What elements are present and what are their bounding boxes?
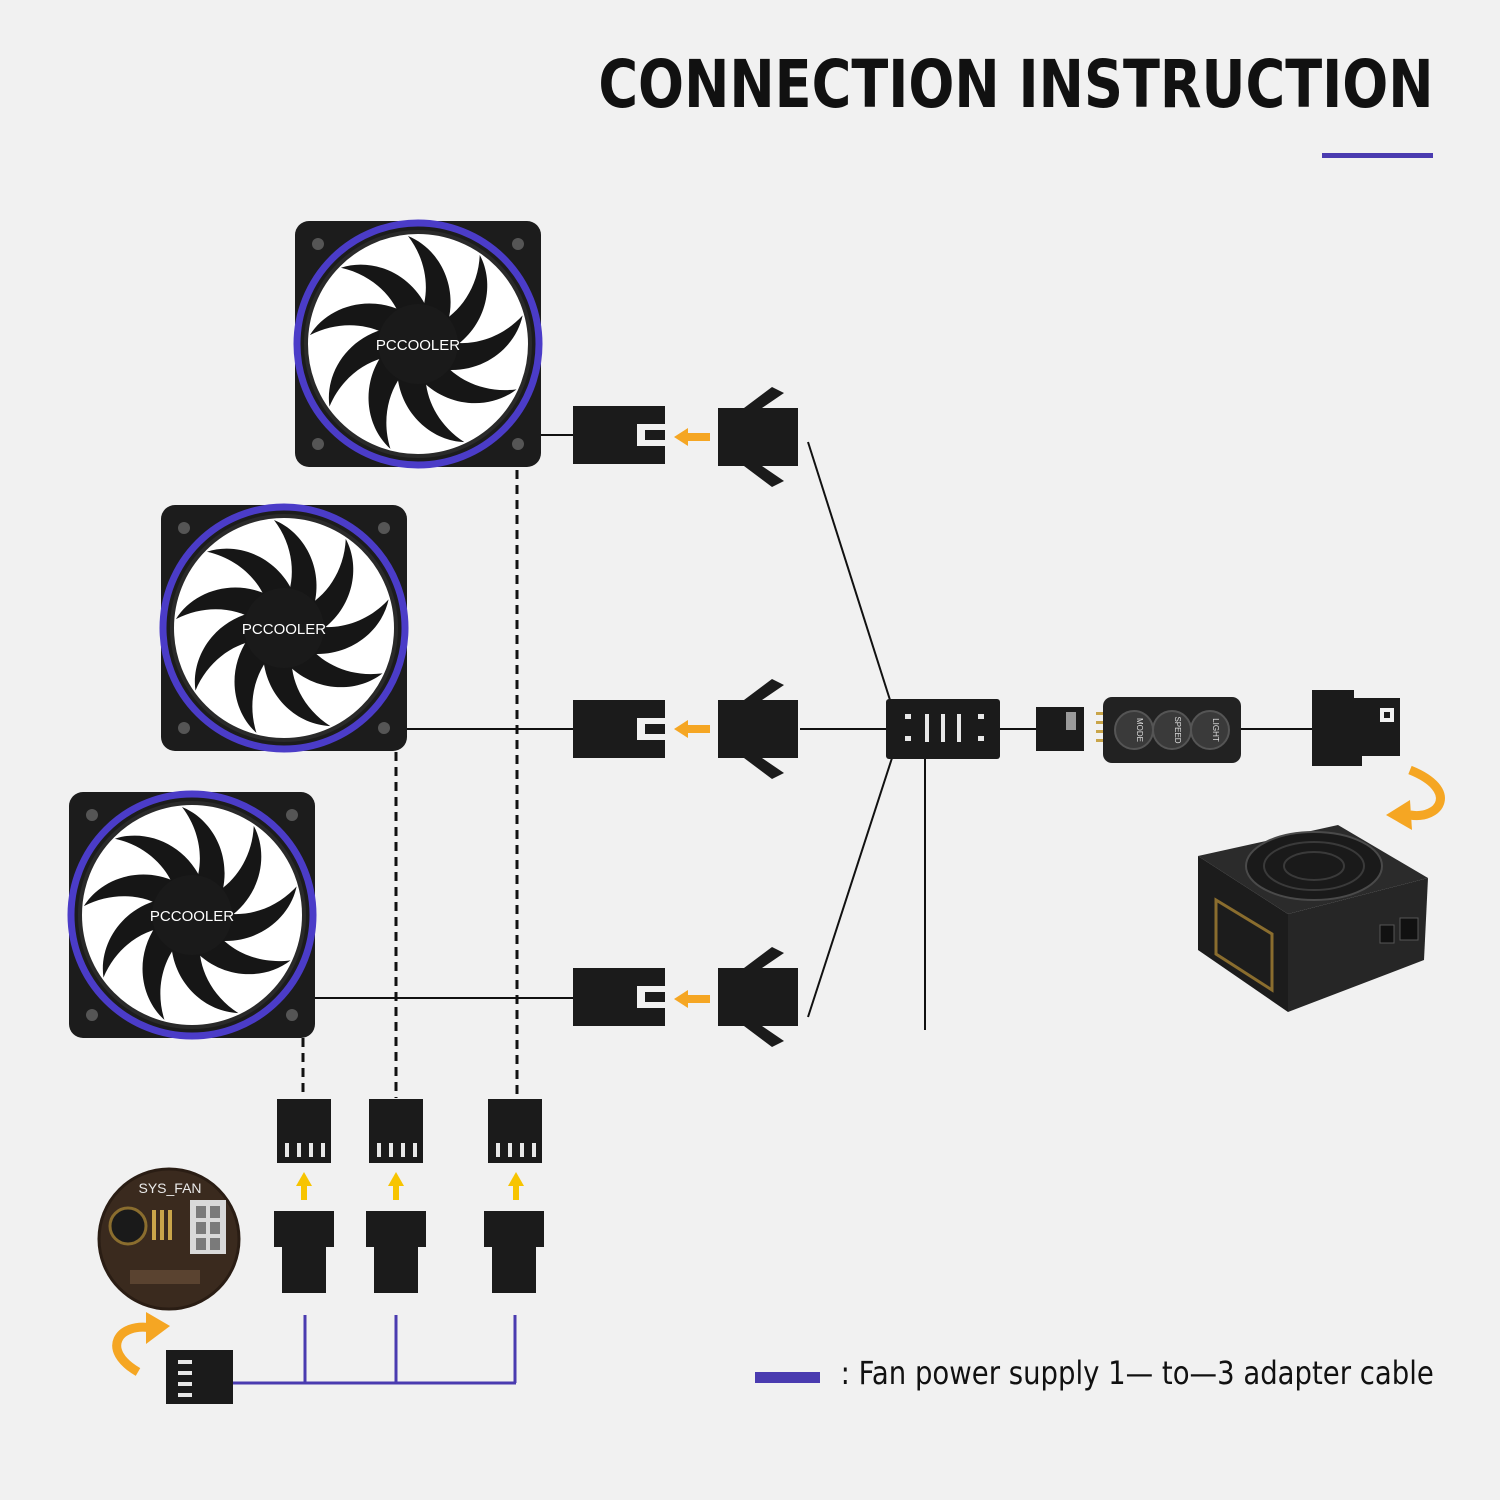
fan-logo: PCCOOLER: [150, 908, 234, 925]
legend-swatch: [755, 1372, 820, 1383]
header-plug-icon: [488, 1099, 542, 1163]
controller-mode-label: MODE: [1135, 718, 1144, 742]
arrow-icon: [296, 1172, 312, 1200]
controller-icon: [1103, 697, 1241, 763]
connector-icon: [573, 700, 665, 758]
arrow-icon: [674, 720, 710, 738]
header-plug-icon: [277, 1099, 331, 1163]
controller-speed-label: SPEED: [1173, 716, 1182, 743]
adapter-cable: [232, 1315, 517, 1385]
hub-icon: [886, 699, 1000, 759]
dashed-wires: [301, 470, 519, 1098]
fan-logo: PCCOOLER: [376, 337, 460, 354]
arrow-icon: [388, 1172, 404, 1200]
curved-arrow-icon: [112, 1312, 170, 1376]
controller-light-label: LIGHT: [1211, 718, 1220, 742]
adapter-plug-icon: [166, 1350, 233, 1404]
connector-icon: [573, 968, 665, 1026]
connector-icon: [573, 406, 665, 464]
power-wires: [313, 434, 1314, 1030]
arrow-icon: [674, 428, 710, 446]
arrow-icon: [508, 1172, 524, 1200]
socket-plug-icon: [366, 1211, 426, 1293]
psu-icon: [1198, 825, 1428, 1012]
header-plug-icon: [369, 1099, 423, 1163]
page-title: CONNECTION INSTRUCTION: [598, 46, 1434, 123]
title-underline: [1322, 153, 1433, 158]
socket-plug-icon: [484, 1211, 544, 1293]
motherboard-header-label: SYS_FAN: [138, 1180, 201, 1196]
motherboard-icon: [97, 1167, 241, 1311]
arrow-icon: [674, 990, 710, 1008]
fan-logo: PCCOOLER: [242, 621, 326, 638]
connector-icon: [1036, 707, 1104, 751]
curved-arrow-icon: [1386, 765, 1445, 830]
connector-icon: [718, 679, 798, 779]
connector-icon: [718, 387, 798, 487]
legend-label: : Fan power supply 1— to—3 adapter cable: [840, 1354, 1434, 1392]
connector-icon: [718, 947, 798, 1047]
socket-plug-icon: [274, 1211, 334, 1293]
molex-icon: [1312, 690, 1400, 766]
